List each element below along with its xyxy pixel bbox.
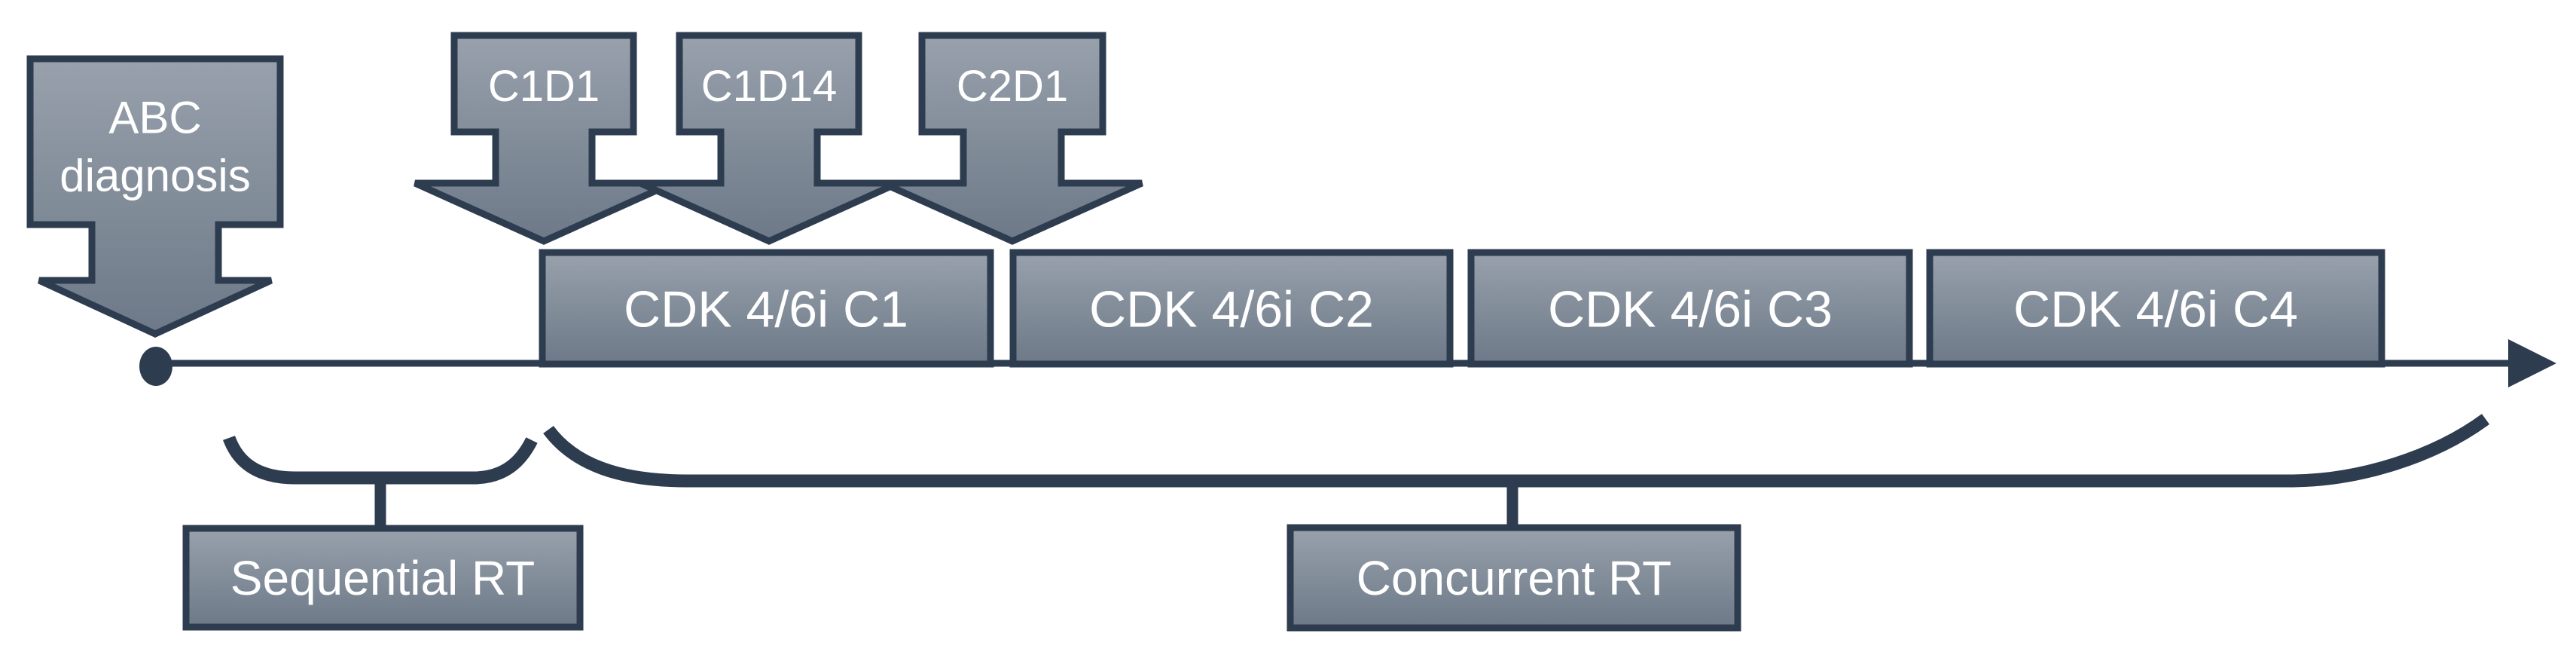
cycle-box-c3-rect xyxy=(1467,249,1913,368)
milestone-arrow-c2d1: C2D1 xyxy=(881,32,1143,245)
milestone-label-c2d1: C2D1 xyxy=(957,62,1068,111)
milestone-arrow-c1d14-shape xyxy=(639,32,899,245)
abc-diagnosis-arrow-shape xyxy=(26,55,284,338)
abc-diagnosis-arrow: ABC diagnosis xyxy=(26,55,284,338)
milestone-arrow-c2d1-shape xyxy=(881,32,1143,245)
milestone-label-c1d14: C1D14 xyxy=(701,62,838,111)
sequential-rt-box xyxy=(182,525,584,631)
cycle-box-c4: CDK 4/6i C4 xyxy=(1926,249,2385,368)
timeline-arrowhead-icon xyxy=(2508,339,2556,387)
cycle-box-c3: CDK 4/6i C3 xyxy=(1467,249,1913,368)
milestone-label-c1d1: C1D1 xyxy=(488,62,600,111)
milestone-arrow-c1d1: C1D1 xyxy=(414,32,674,245)
cycle-box-c2-rect xyxy=(1009,249,1454,368)
cycle-label-c1: CDK 4/6i C1 xyxy=(624,280,908,338)
sequential-rt-group: Sequential RT xyxy=(182,435,584,631)
concurrent-rt-brace xyxy=(543,414,2490,488)
cycle-label-c2: CDK 4/6i C2 xyxy=(1089,280,1374,338)
concurrent-rt-label: Concurrent RT xyxy=(1357,551,1672,605)
cycle-box-c2: CDK 4/6i C2 xyxy=(1009,249,1454,368)
abc-diagnosis-label-line2: diagnosis xyxy=(60,151,251,201)
cycle-label-c4: CDK 4/6i C4 xyxy=(2013,280,2298,338)
abc-diagnosis-label-line1: ABC xyxy=(108,93,201,143)
milestone-arrow-c1d1-shape xyxy=(414,32,674,245)
sequential-rt-brace xyxy=(223,435,538,485)
cycle-box-c1-rect xyxy=(539,249,994,368)
concurrent-rt-box xyxy=(1286,524,1741,632)
cycle-label-c3: CDK 4/6i C3 xyxy=(1548,280,1833,338)
concurrent-rt-group: Concurrent RT xyxy=(543,414,2490,632)
timeline-start-dot xyxy=(139,347,172,386)
milestone-arrow-c1d14: C1D14 xyxy=(639,32,899,245)
cycle-box-c4-rect xyxy=(1926,249,2385,368)
sequential-rt-label: Sequential RT xyxy=(230,551,535,605)
cycle-box-c1: CDK 4/6i C1 xyxy=(539,249,994,368)
